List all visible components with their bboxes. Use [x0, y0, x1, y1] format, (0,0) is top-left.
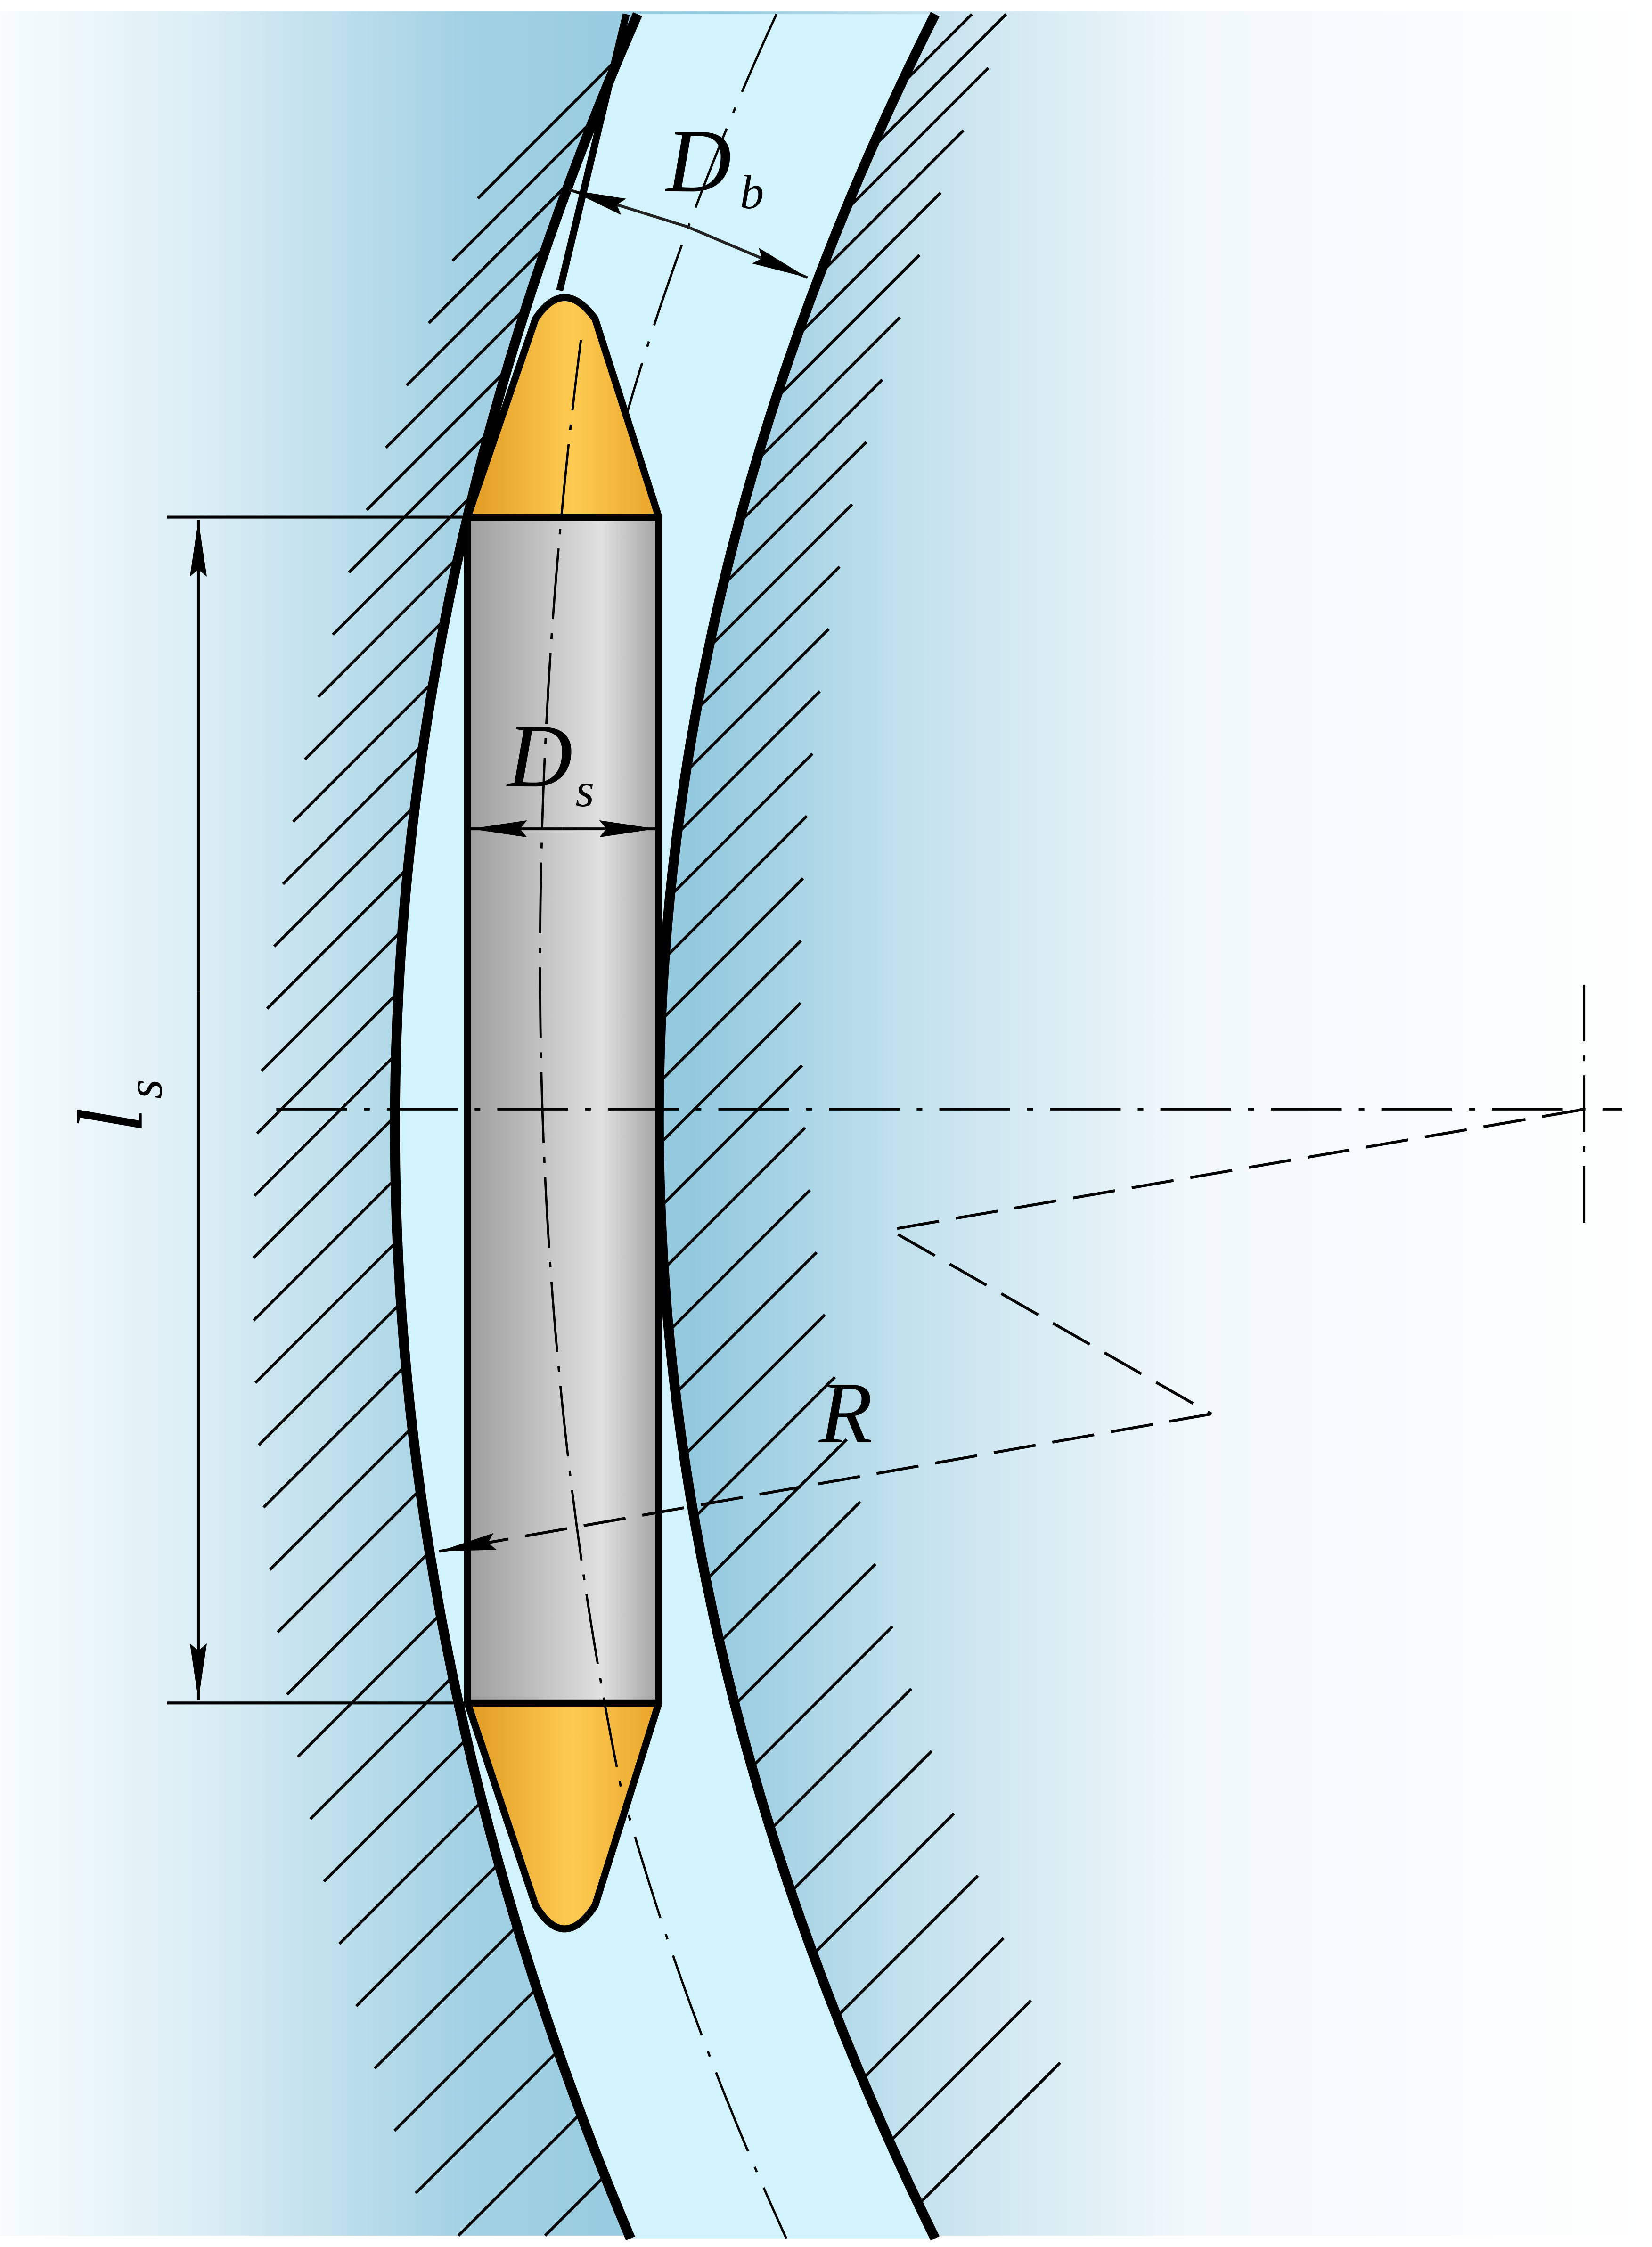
hatch-line-left [282, 741, 426, 885]
hatch-line-right [667, 1189, 811, 1333]
rock-background [0, 11, 1652, 2236]
hatch-line-right [777, 254, 921, 398]
hatch-line-right [872, 13, 1007, 148]
hatch-line-left [451, 118, 596, 262]
hatch-line-right [821, 129, 965, 273]
borehole-wall-left [390, 12, 642, 2240]
hatch-line-right [660, 877, 804, 1021]
rock-hatching [252, 13, 1062, 2237]
hatch-line-right [723, 441, 867, 585]
hatch-line-right [677, 690, 821, 834]
hatch-line-right [845, 67, 990, 211]
hatch-line-left [277, 1489, 421, 1634]
hatch-line-right [757, 316, 901, 460]
hatch-line-right [658, 940, 802, 1084]
db-arrow-left [569, 188, 688, 229]
hatch-line-left [317, 554, 461, 698]
hatch-line-left [262, 1365, 407, 1509]
hatch-line-left [355, 1863, 499, 2007]
hatch-line-right [704, 1438, 848, 1582]
hatch-line-left [258, 1302, 401, 1446]
hatch-line-left [348, 430, 492, 573]
hatch-line-right [686, 628, 830, 772]
hatch-line-left [286, 1552, 430, 1696]
hatch-line-right [709, 503, 853, 647]
hatch-line-right [789, 1750, 933, 1894]
hatch-line-right [682, 1314, 826, 1458]
hatch-line-left [253, 1053, 397, 1197]
r-label: R [818, 1365, 873, 1462]
ls-label: ls [58, 1079, 173, 1133]
hatch-line-right [696, 565, 841, 710]
hatch-line-left [254, 1240, 398, 1384]
hatch-line-left [405, 243, 549, 387]
hatch-line-left [269, 1427, 413, 1571]
hatch-line-right [835, 1875, 979, 2018]
hatch-line-right [888, 1999, 1032, 2143]
drill-string-edge [556, 13, 630, 292]
hatch-line-left [366, 367, 510, 511]
hatch-line-right [658, 1002, 802, 1146]
stabilizer-axis-line [539, 340, 625, 1800]
hatch-line-right [798, 191, 942, 335]
hatch-line-left [393, 1988, 537, 2132]
hatch-line-right [811, 1812, 955, 1956]
hatch-line-right [664, 815, 808, 959]
hatch-line-left [415, 2050, 559, 2194]
radius-arrow [439, 1412, 1212, 1553]
hatch-line-left [428, 180, 572, 324]
hatch-line-left [384, 305, 529, 449]
hatch-line-right [717, 1501, 861, 1645]
hatch-line-left [309, 1676, 453, 1820]
hatch-line-right [900, 13, 973, 86]
hatch-line-left [253, 1177, 397, 1322]
hatch-line-left [323, 1739, 467, 1883]
hatch-line-left [303, 616, 448, 760]
db-arrow-right [687, 225, 809, 279]
hatch-line-right [659, 1064, 803, 1209]
hatch-line-left [266, 866, 410, 1010]
stabilizer-top-cone [464, 294, 662, 521]
hatch-line-right [670, 752, 814, 897]
hatch-line-left [260, 928, 404, 1072]
hatch-line-left [544, 2175, 606, 2237]
hatch-line-left [273, 803, 417, 948]
hatch-line-left [457, 2113, 581, 2237]
hatch-line-right [674, 1251, 818, 1395]
stabilizer-bottom-cone [464, 1699, 662, 1933]
hatch-line-left [476, 56, 621, 200]
hatch-line-right [769, 1688, 913, 1832]
hatch-line-left [292, 679, 436, 823]
hatch-line-right [662, 1127, 806, 1271]
hatch-line-right [733, 1563, 877, 1707]
hatch-line-left [373, 1926, 517, 2070]
hatch-line-right [739, 378, 883, 523]
hatch-line-right [917, 2061, 1062, 2206]
hatch-line-left [252, 1115, 396, 1259]
hatch-line-right [861, 1937, 1005, 2081]
hatch-line-left [338, 1801, 483, 1945]
hatch-line-right [750, 1625, 894, 1769]
hatch-line-right [692, 1376, 836, 1520]
hatch-line-left [297, 1614, 441, 1758]
